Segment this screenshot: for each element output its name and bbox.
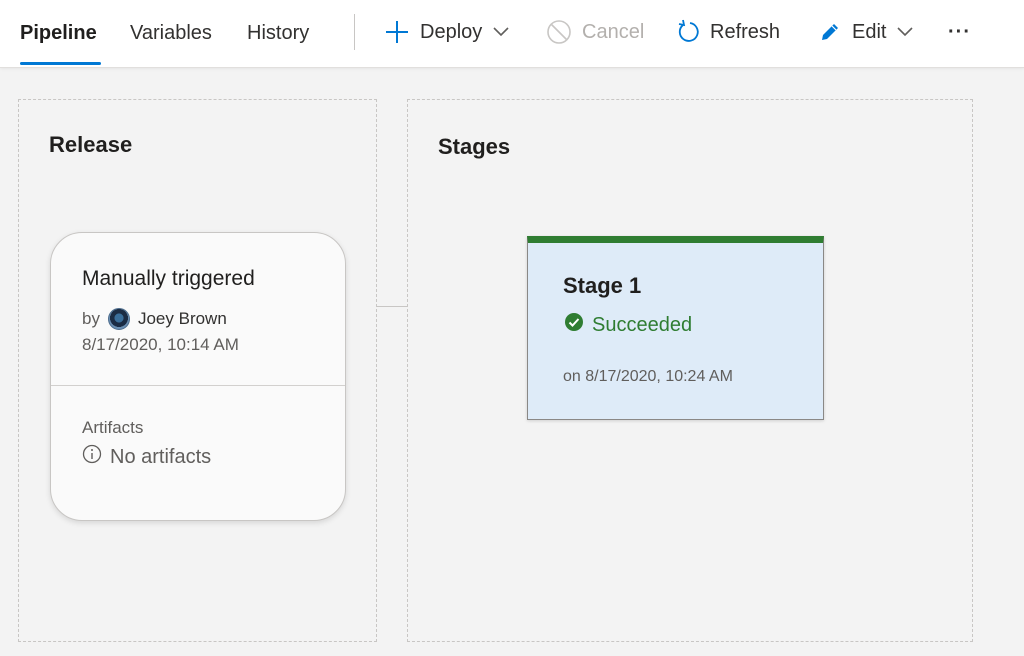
toolbar-divider <box>354 14 355 50</box>
artifacts-value: No artifacts <box>82 444 211 470</box>
stage-status-label: Succeeded <box>592 313 693 336</box>
success-check-icon <box>564 312 584 338</box>
refresh-button[interactable]: Refresh <box>676 16 780 48</box>
release-card[interactable]: Manually triggered by Joey Brown 8/17/20… <box>50 232 346 521</box>
refresh-icon <box>676 19 700 45</box>
release-author: by Joey Brown <box>82 308 227 330</box>
edit-button[interactable]: Edit <box>818 16 914 48</box>
chevron-down-icon <box>492 26 510 38</box>
cancel-label: Cancel <box>582 20 645 43</box>
user-name: Joey Brown <box>137 309 227 328</box>
active-tab-indicator <box>20 62 101 65</box>
stages-section-title: Stages <box>438 134 511 159</box>
stage-status: Succeeded <box>564 312 692 338</box>
tab-history[interactable]: History <box>247 22 310 44</box>
toolbar: Pipeline Variables History Deploy Cancel… <box>0 0 1024 68</box>
refresh-label: Refresh <box>710 20 781 43</box>
chevron-down-icon <box>896 26 914 38</box>
plus-icon <box>384 19 410 45</box>
release-section-title: Release <box>49 132 133 157</box>
edit-label: Edit <box>852 20 887 43</box>
pencil-icon <box>818 20 842 44</box>
no-artifacts-text: No artifacts <box>110 445 212 468</box>
deploy-button[interactable]: Deploy <box>384 16 510 48</box>
pipeline-connector <box>377 306 407 307</box>
by-label: by <box>82 309 100 328</box>
stage-date: on 8/17/2020, 10:24 AM <box>563 368 733 385</box>
card-divider <box>51 385 345 386</box>
avatar <box>107 308 130 330</box>
deploy-label: Deploy <box>420 20 483 43</box>
info-icon <box>82 444 102 470</box>
more-icon: ··· <box>948 20 971 43</box>
cancel-button[interactable]: Cancel <box>546 16 644 48</box>
stage-name: Stage 1 <box>563 273 642 298</box>
tab-variables[interactable]: Variables <box>130 22 212 44</box>
release-trigger: Manually triggered <box>82 267 255 290</box>
cancel-circle-icon <box>546 19 572 45</box>
tab-pipeline[interactable]: Pipeline <box>20 22 97 44</box>
artifacts-label: Artifacts <box>82 418 144 437</box>
release-date: 8/17/2020, 10:14 AM <box>82 335 239 354</box>
more-options-button[interactable]: ··· <box>948 16 971 48</box>
stage-card[interactable]: Stage 1 Succeeded on 8/17/2020, 10:24 AM <box>527 236 824 420</box>
